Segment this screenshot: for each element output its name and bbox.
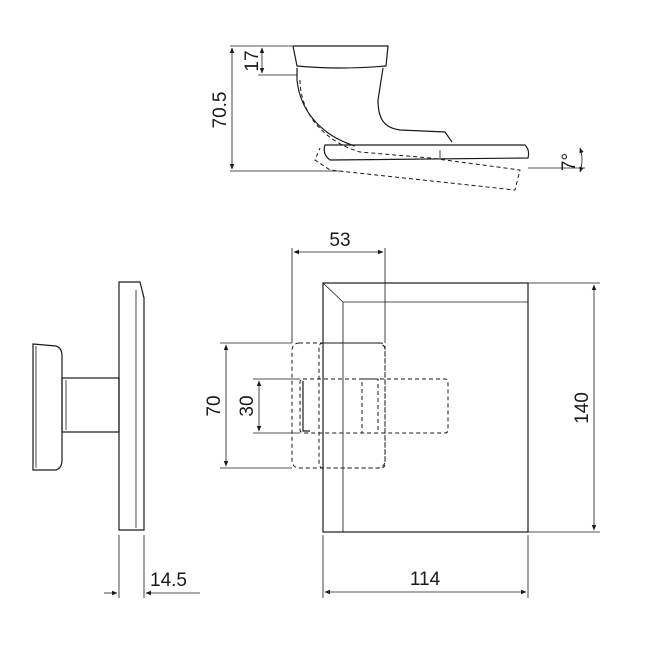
dim-arc-angle <box>579 147 584 173</box>
lever-plate <box>323 144 530 161</box>
dim-tilt-angle: 7° <box>559 153 580 171</box>
dim-outer-height: 70 <box>204 395 225 416</box>
side-view: 14.5 <box>32 281 200 598</box>
side-knob <box>32 343 63 471</box>
dim-plate-thickness: 14.5 <box>150 570 187 591</box>
knob-cap <box>292 45 389 69</box>
lever-bar-outline <box>299 378 449 434</box>
lever-bar-joint <box>361 378 379 434</box>
side-shaft <box>61 377 120 433</box>
front-plate <box>322 282 529 533</box>
dim-knob-height: 17 <box>242 50 263 71</box>
handle-neck <box>296 67 453 147</box>
top-view: 70.5 17 7° <box>210 45 585 191</box>
front-plate-bevel <box>322 282 528 532</box>
rose-outline <box>291 342 386 469</box>
rose-inner <box>318 342 386 469</box>
dim-inner-height: 30 <box>237 395 258 416</box>
dim-plate-width: 114 <box>410 569 441 590</box>
dim-top-height: 70.5 <box>210 92 231 129</box>
tilted-outline <box>299 79 521 191</box>
side-plate <box>118 281 145 531</box>
lever-solid-edge <box>302 381 310 432</box>
dim-plate-height: 140 <box>572 392 593 424</box>
front-view: 53 70 30 140 114 <box>204 230 600 598</box>
dim-insert-width: 53 <box>329 230 350 251</box>
